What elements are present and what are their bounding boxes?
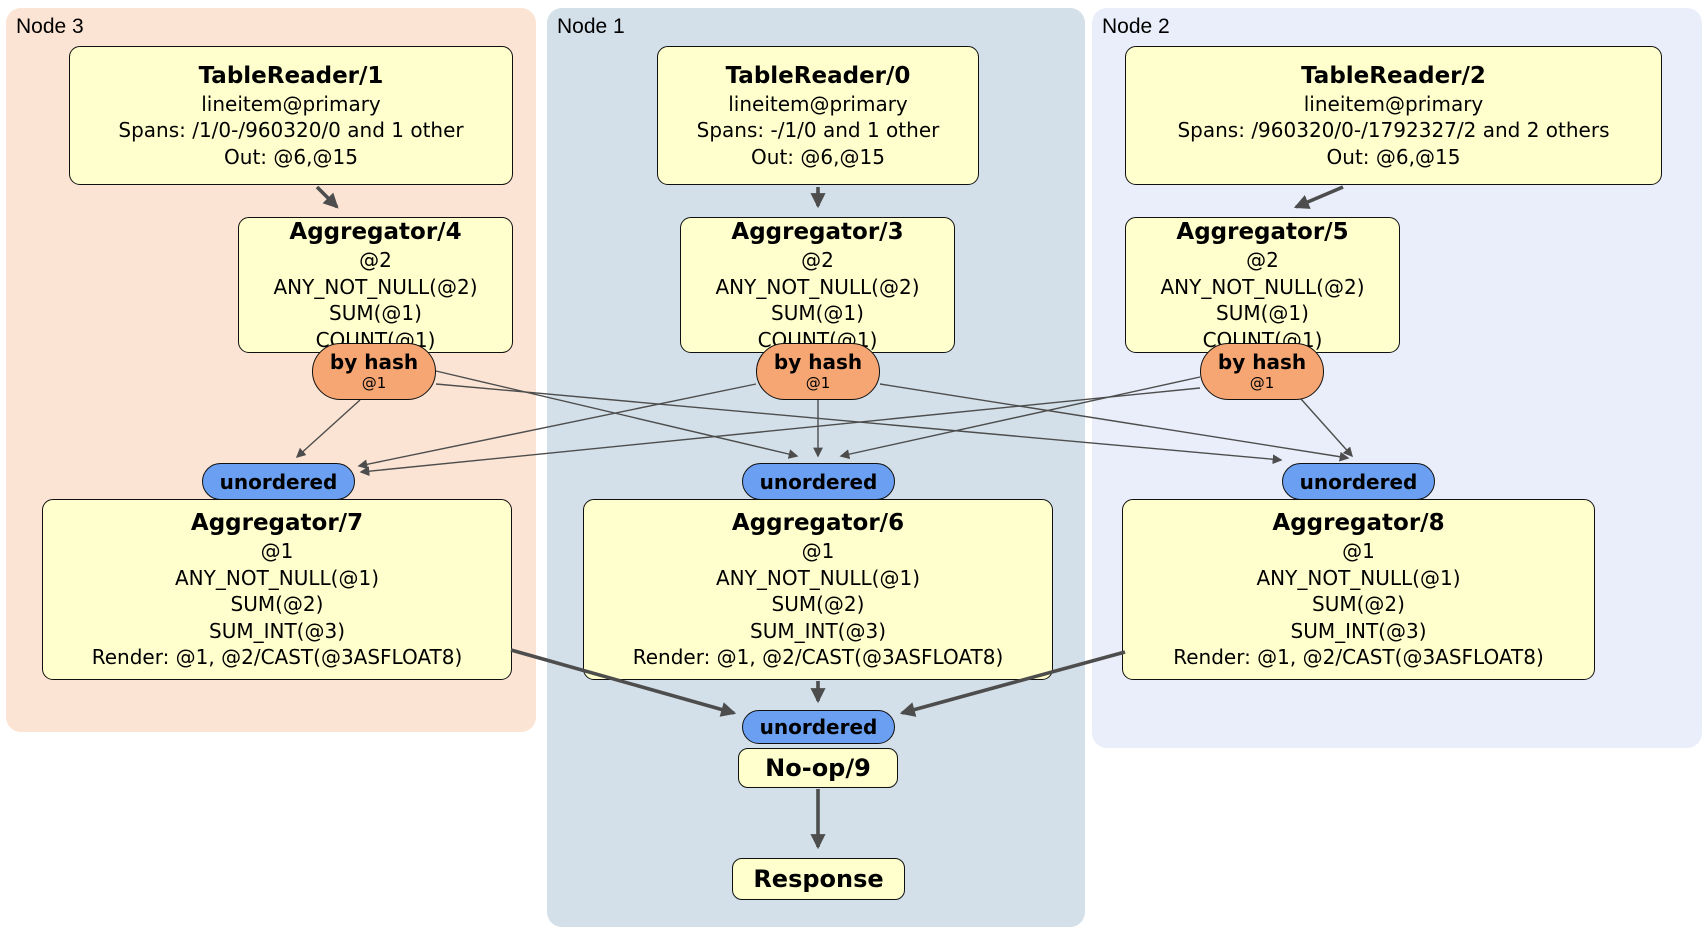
table-reader-2-title: TableReader/2 — [1301, 62, 1486, 89]
aggregator-5-title: Aggregator/5 — [1176, 219, 1349, 245]
hash-router-pill-node3: by hash @1 — [312, 343, 436, 400]
aggregator-6-render: Render: @1, @2/CAST(@3ASFLOAT8) — [632, 645, 1004, 670]
aggregator-4-fn1: ANY_NOT_NULL(@2) — [273, 274, 478, 299]
noop-box: No-op/9 — [738, 748, 898, 788]
hash-router-key: @1 — [1249, 373, 1275, 392]
aggregator-6-box: Aggregator/6 @1 ANY_NOT_NULL(@1) SUM(@2)… — [583, 499, 1053, 680]
table-reader-2-out: Out: @6,@15 — [1326, 144, 1461, 169]
aggregator-5-groupcol: @2 — [1246, 248, 1279, 272]
aggregator-6-fn2: SUM(@2) — [771, 592, 865, 617]
table-reader-0-out: Out: @6,@15 — [751, 144, 885, 169]
table-reader-0-index: lineitem@primary — [728, 91, 908, 116]
aggregator-4-title: Aggregator/4 — [289, 219, 462, 245]
aggregator-8-render: Render: @1, @2/CAST(@3ASFLOAT8) — [1173, 645, 1544, 670]
aggregator-6-groupcol: @1 — [801, 539, 835, 564]
unordered-sync-pill-final: unordered — [742, 710, 895, 744]
hash-router-pill-node1: by hash @1 — [756, 343, 880, 400]
aggregator-7-box: Aggregator/7 @1 ANY_NOT_NULL(@1) SUM(@2)… — [42, 499, 512, 680]
unordered-sync-pill-node2: unordered — [1282, 463, 1435, 500]
table-reader-2-spans: Spans: /960320/0-/1792327/2 and 2 others — [1177, 118, 1610, 143]
aggregator-8-box: Aggregator/8 @1 ANY_NOT_NULL(@1) SUM(@2)… — [1122, 499, 1595, 680]
aggregator-6-fn1: ANY_NOT_NULL(@1) — [716, 565, 920, 590]
unordered-sync-pill-node1: unordered — [742, 463, 895, 500]
aggregator-3-box: Aggregator/3 @2 ANY_NOT_NULL(@2) SUM(@1)… — [680, 217, 955, 353]
aggregator-5-fn1: ANY_NOT_NULL(@2) — [1160, 274, 1365, 299]
response-box: Response — [732, 858, 905, 900]
aggregator-6-title: Aggregator/6 — [731, 510, 905, 537]
table-reader-1-title: TableReader/1 — [198, 62, 384, 89]
aggregator-7-fn1: ANY_NOT_NULL(@1) — [175, 565, 379, 590]
hash-router-label: by hash — [329, 349, 419, 374]
aggregator-8-title: Aggregator/8 — [1272, 510, 1445, 537]
node1-region-label: Node 1 — [557, 15, 625, 38]
aggregator-8-fn2: SUM(@2) — [1312, 592, 1405, 617]
table-reader-1-spans: Spans: /1/0-/960320/0 and 1 other — [118, 118, 464, 143]
aggregator-3-fn1: ANY_NOT_NULL(@2) — [715, 274, 920, 299]
table-reader-0-spans: Spans: -/1/0 and 1 other — [696, 118, 940, 143]
hash-router-label: by hash — [1217, 349, 1307, 374]
aggregator-8-groupcol: @1 — [1342, 539, 1375, 564]
unordered-sync-label: unordered — [759, 469, 878, 494]
aggregator-7-groupcol: @1 — [260, 539, 294, 564]
hash-router-label: by hash — [773, 349, 863, 374]
node2-region-label: Node 2 — [1102, 15, 1170, 38]
aggregator-4-box: Aggregator/4 @2 ANY_NOT_NULL(@2) SUM(@1)… — [238, 217, 513, 353]
aggregator-3-title: Aggregator/3 — [731, 219, 904, 245]
aggregator-7-render: Render: @1, @2/CAST(@3ASFLOAT8) — [91, 645, 463, 670]
aggregator-8-fn1: ANY_NOT_NULL(@1) — [1256, 565, 1461, 590]
unordered-sync-label: unordered — [1299, 469, 1418, 494]
table-reader-0-box: TableReader/0 lineitem@primary Spans: -/… — [657, 46, 979, 185]
response-title: Response — [753, 865, 884, 893]
hash-router-key: @1 — [361, 373, 387, 392]
aggregator-3-fn2: SUM(@1) — [771, 301, 864, 325]
table-reader-2-box: TableReader/2 lineitem@primary Spans: /9… — [1125, 46, 1662, 185]
table-reader-0-title: TableReader/0 — [725, 62, 911, 89]
aggregator-8-fn3: SUM_INT(@3) — [1290, 618, 1427, 643]
unordered-sync-label: unordered — [219, 469, 338, 494]
table-reader-2-index: lineitem@primary — [1303, 91, 1484, 116]
aggregator-3-groupcol: @2 — [801, 248, 834, 272]
aggregator-5-fn2: SUM(@1) — [1216, 301, 1309, 325]
aggregator-6-fn3: SUM_INT(@3) — [750, 618, 886, 643]
hash-router-key: @1 — [805, 373, 831, 392]
unordered-sync-pill-node3: unordered — [202, 463, 355, 500]
unordered-sync-label: unordered — [759, 715, 878, 739]
table-reader-1-index: lineitem@primary — [201, 91, 381, 116]
aggregator-5-box: Aggregator/5 @2 ANY_NOT_NULL(@2) SUM(@1)… — [1125, 217, 1400, 353]
aggregator-7-fn3: SUM_INT(@3) — [209, 618, 345, 643]
aggregator-7-title: Aggregator/7 — [190, 510, 364, 537]
node3-region-label: Node 3 — [16, 15, 84, 38]
aggregator-7-fn2: SUM(@2) — [230, 592, 324, 617]
table-reader-1-box: TableReader/1 lineitem@primary Spans: /1… — [69, 46, 513, 185]
aggregator-4-groupcol: @2 — [359, 248, 392, 272]
table-reader-1-out: Out: @6,@15 — [224, 144, 358, 169]
aggregator-4-fn2: SUM(@1) — [329, 301, 422, 325]
noop-title: No-op/9 — [765, 754, 871, 782]
hash-router-pill-node2: by hash @1 — [1200, 343, 1324, 400]
